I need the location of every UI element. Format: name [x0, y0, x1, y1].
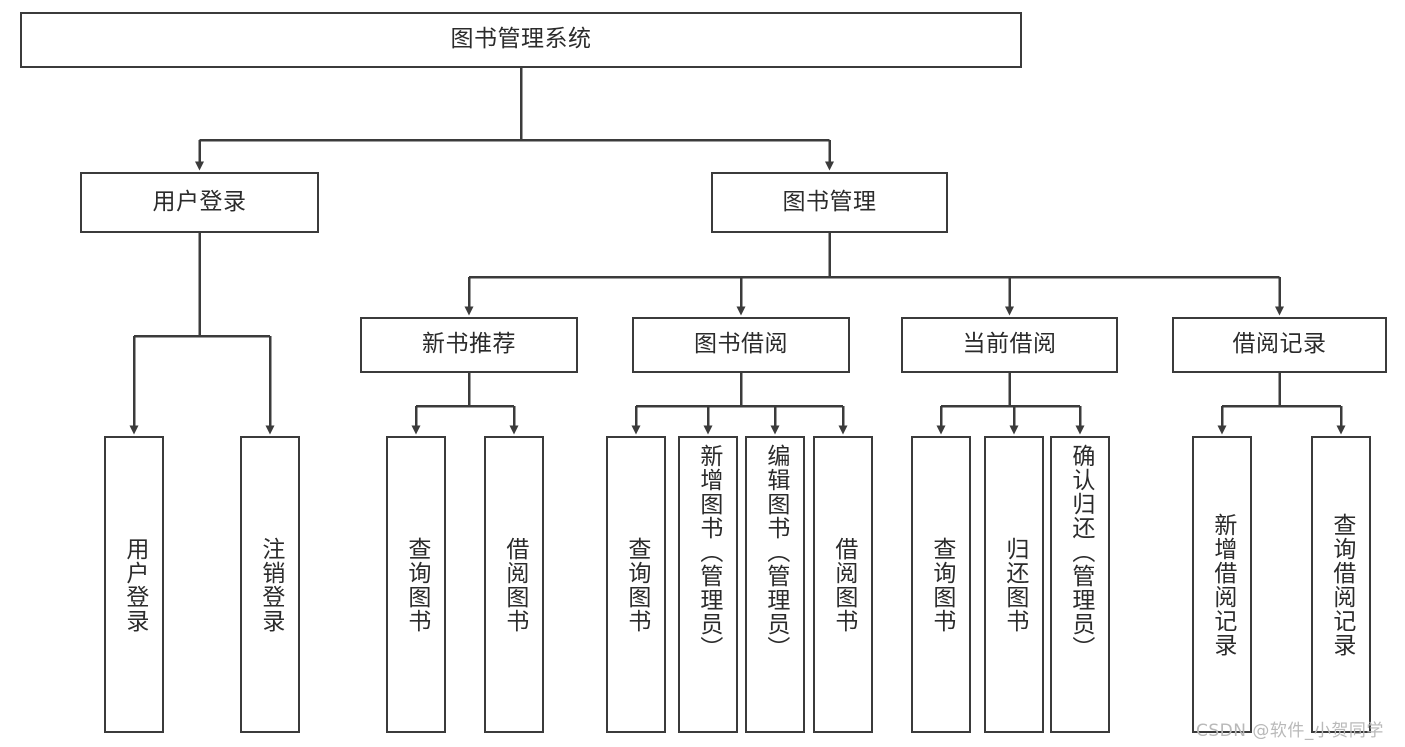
node-label: 查询图书: [403, 536, 430, 633]
node-label: 查询图书: [928, 536, 955, 633]
node-label: 注销登录: [257, 536, 284, 633]
node-leaf-login-2[interactable]: 注销登录: [240, 436, 300, 733]
node-leaf-cur-3[interactable]: 确认归还（管理员）: [1050, 436, 1110, 733]
csdn-watermark: CSDN @软件_小贺同学: [1196, 721, 1384, 741]
node-label: 借阅记录: [1232, 331, 1327, 358]
node-label: 图书管理: [782, 188, 877, 215]
node-label: 借阅图书: [501, 536, 528, 633]
node-login[interactable]: 用户登录: [80, 172, 319, 233]
node-leaf-new-2[interactable]: 借阅图书: [484, 436, 544, 733]
node-label: 编辑图书（管理员）: [762, 444, 789, 660]
node-leaf-bor-2[interactable]: 新增图书（管理员）: [678, 436, 738, 733]
node-leaf-cur-2[interactable]: 归还图书: [984, 436, 1044, 733]
node-label: 用户登录: [152, 188, 247, 215]
node-label: 借阅图书: [830, 536, 857, 633]
node-label: 归还图书: [1001, 536, 1028, 633]
node-label: 确认归还（管理员）: [1067, 444, 1094, 660]
node-root[interactable]: 图书管理系统: [20, 12, 1022, 68]
node-label: 新增借阅记录: [1209, 512, 1236, 657]
node-label: 图书管理系统: [450, 26, 592, 53]
node-records[interactable]: 借阅记录: [1172, 317, 1387, 373]
node-leaf-new-1[interactable]: 查询图书: [386, 436, 446, 733]
node-leaf-rec-2[interactable]: 查询借阅记录: [1311, 436, 1371, 733]
node-label: 查询图书: [623, 536, 650, 633]
node-current[interactable]: 当前借阅: [901, 317, 1118, 373]
node-leaf-rec-1[interactable]: 新增借阅记录: [1192, 436, 1252, 733]
node-label: 新书推荐: [422, 331, 516, 358]
node-borrow[interactable]: 图书借阅: [632, 317, 850, 373]
node-leaf-bor-1[interactable]: 查询图书: [606, 436, 666, 733]
node-leaf-bor-3[interactable]: 编辑图书（管理员）: [745, 436, 805, 733]
node-label: 当前借阅: [962, 331, 1057, 358]
node-label: 图书借阅: [694, 331, 788, 358]
connector-group: [129, 68, 1346, 435]
node-label: 查询借阅记录: [1328, 512, 1355, 657]
node-newbook[interactable]: 新书推荐: [360, 317, 578, 373]
node-leaf-bor-4[interactable]: 借阅图书: [813, 436, 873, 733]
node-leaf-cur-1[interactable]: 查询图书: [911, 436, 971, 733]
node-bookmgmt[interactable]: 图书管理: [711, 172, 948, 233]
node-leaf-login-1[interactable]: 用户登录: [104, 436, 164, 733]
node-label: 用户登录: [121, 536, 148, 633]
node-label: 新增图书（管理员）: [695, 444, 722, 660]
